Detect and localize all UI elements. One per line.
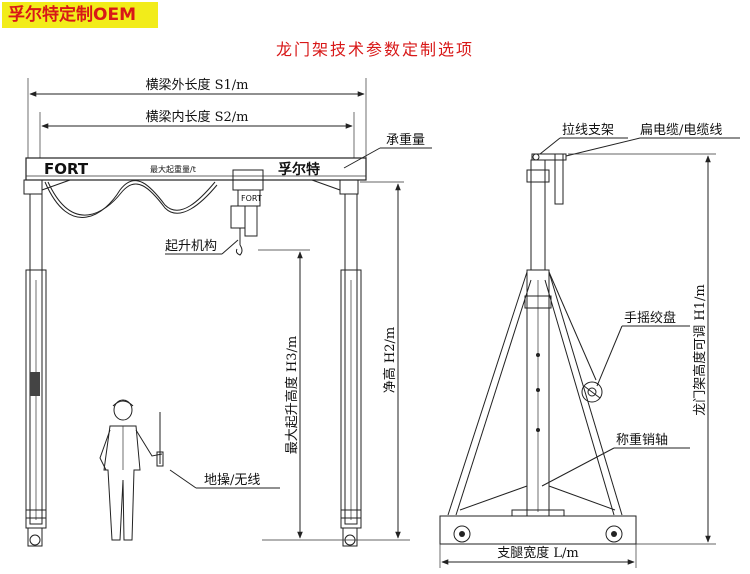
right-leg — [340, 193, 362, 547]
control-callout: 地操/无线 — [169, 469, 280, 489]
flat-cable-callout: 扁电缆/电缆线 — [565, 122, 740, 157]
inner-length-dimension: 横梁内长度 S2/m — [39, 109, 355, 158]
oem-badge: 孚尔特定制OEM — [2, 2, 158, 28]
flat-cable-label: 扁电缆/电缆线 — [640, 122, 722, 138]
electric-hoist: FORT — [230, 169, 264, 256]
pin-label: 称重销轴 — [616, 432, 668, 448]
beam-capacity-label: 最大起重量/t — [150, 164, 196, 174]
pin-callout: 称重销轴 — [541, 432, 690, 487]
adjustable-height-label: 龙门架高度可调 H1/m — [692, 284, 708, 415]
hoist-callout: 起升机构 — [165, 239, 239, 255]
clear-height-label: 净高 H2/m — [382, 327, 398, 393]
festoon-cable — [44, 180, 216, 218]
cable-bracket: 拉线支架 — [531, 123, 628, 205]
beam-brand-right: 孚尔特 — [278, 161, 320, 178]
control-label: 地操/无线 — [204, 472, 260, 488]
inner-length-label: 横梁内长度 S2/m — [145, 109, 248, 125]
hoist-tag: FORT — [241, 194, 262, 203]
operator-figure — [99, 399, 164, 541]
base-frame — [439, 509, 637, 545]
left-leg — [25, 193, 47, 547]
a-frame-legs — [447, 271, 623, 516]
clear-height-dimension: 净高 H2/m — [360, 181, 404, 539]
winch — [581, 381, 603, 403]
winch-label: 手摇绞盘 — [624, 310, 676, 326]
beam-brackets — [23, 179, 359, 195]
cable-bracket-label: 拉线支架 — [562, 123, 614, 138]
max-lift-dimension: 最大起升高度 H3/m — [258, 249, 310, 539]
load-label: 承重量 — [386, 132, 425, 148]
adjustable-height-dimension: 龙门架高度可调 H1/m — [568, 153, 716, 545]
beam-brand-left: FORT — [44, 160, 89, 178]
leg-width-label: 支腿宽度 L/m — [497, 545, 578, 561]
leg-width-dimension: 支腿宽度 L/m — [439, 544, 637, 568]
cross-beam: FORT 最大起重量/t 孚尔特 — [25, 157, 367, 181]
outer-length-label: 横梁外长度 S1/m — [145, 77, 248, 93]
max-lift-label: 最大起升高度 H3/m — [284, 336, 300, 454]
hoist-label: 起升机构 — [165, 239, 217, 254]
mast — [524, 159, 552, 517]
diagram-title: 龙门架技术参数定制选项 — [275, 40, 474, 59]
load-callout: 承重量 — [343, 132, 432, 169]
winch-callout: 手摇绞盘 — [596, 310, 690, 387]
outer-length-dimension: 横梁外长度 S1/m — [27, 77, 367, 160]
